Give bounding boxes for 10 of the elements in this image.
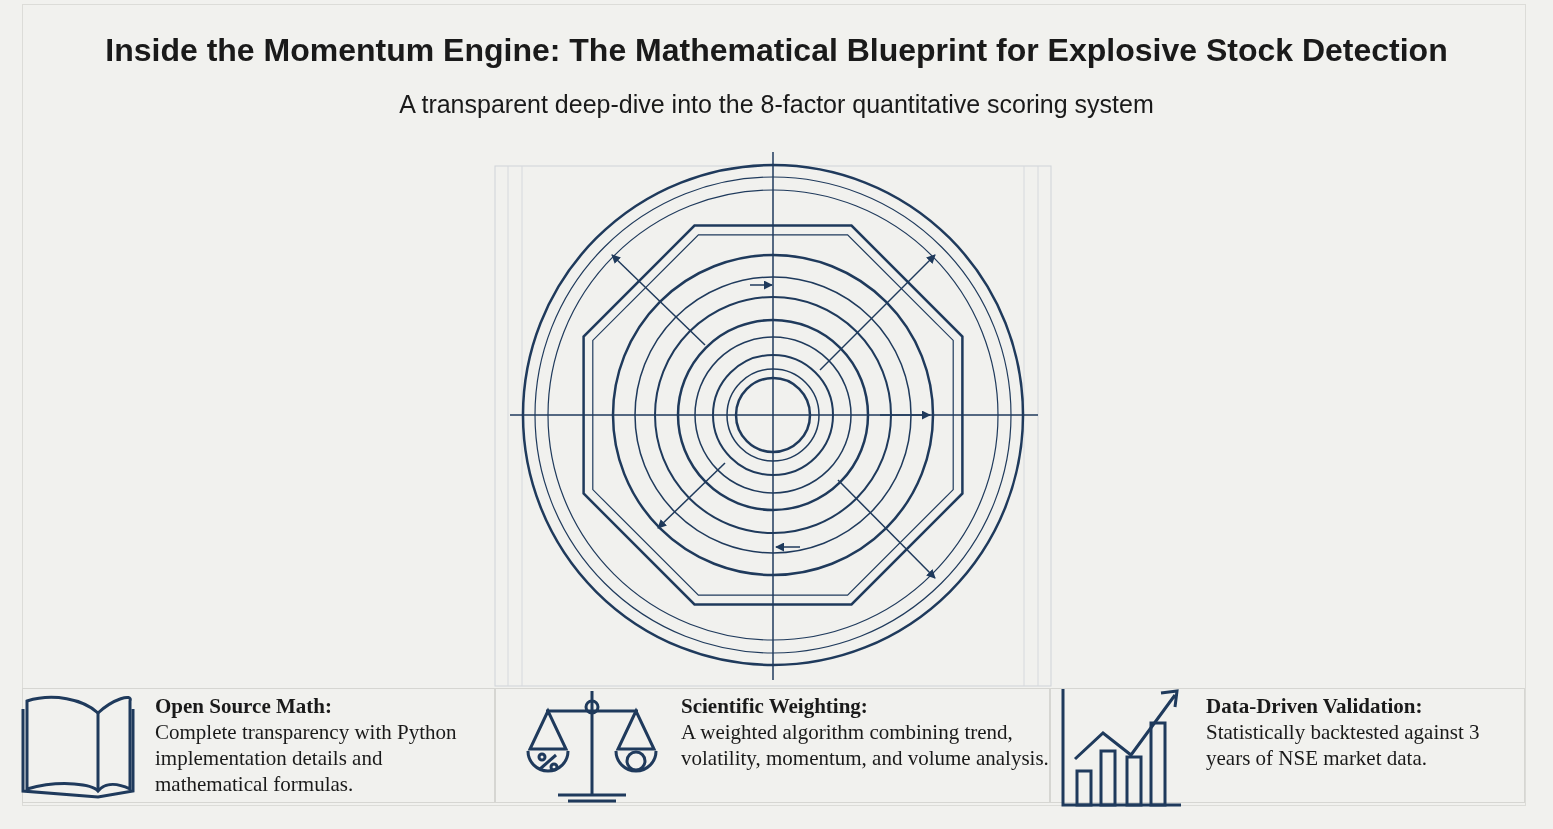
card-description: Statistically backtested against 3 years of NSE market data. bbox=[1206, 719, 1481, 771]
feature-card bbox=[22, 688, 495, 803]
card-heading: Data-Driven Validation: bbox=[1206, 693, 1424, 719]
subtitle: A transparent deep-dive into the 8-factor quantitative scoring system bbox=[398, 90, 1155, 119]
title: Inside the Momentum Engine: The Mathematical Blueprint for Explosive Stock Detection bbox=[104, 32, 1449, 69]
feature-card bbox=[495, 688, 1050, 803]
card-heading: Scientific Weighting: bbox=[681, 693, 869, 719]
card-heading: Open Source Math: bbox=[155, 693, 333, 719]
card-description: A weighted algorithm combining trend, volatility, momentum, and volume analysis. bbox=[681, 719, 1050, 771]
card-description: Complete transparency with Python implementation details and mathematical formulas. bbox=[155, 719, 458, 797]
